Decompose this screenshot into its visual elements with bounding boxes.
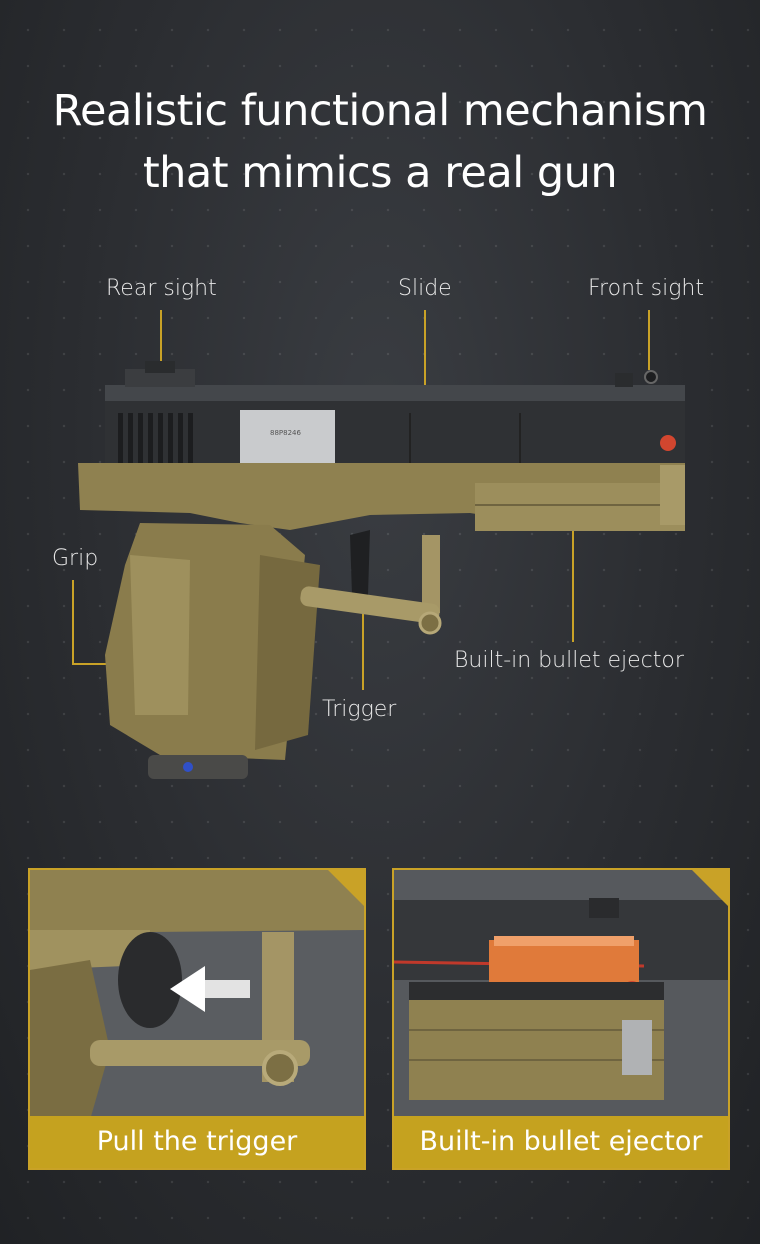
- callout-front-sight: Front sight: [588, 276, 704, 301]
- callout-slide: Slide: [398, 276, 452, 301]
- bullet-brick: [489, 940, 639, 990]
- model-code: 88P8246: [270, 429, 301, 437]
- arrow-left-icon: [170, 966, 250, 1012]
- leader-line-bullet-ejector: [572, 515, 574, 642]
- brick-pistol-illustration: 88P8246: [78, 361, 685, 779]
- callout-rear-sight: Rear sight: [106, 276, 217, 301]
- frame: [78, 463, 685, 531]
- panel-label-pull-trigger: Pull the trigger: [30, 1116, 364, 1168]
- leader-line-slide: [424, 310, 426, 386]
- leader-line-grip-vertical: [72, 580, 74, 664]
- grip: [105, 523, 320, 779]
- leader-line-trigger: [362, 560, 364, 690]
- panel-corner-accent: [690, 870, 728, 908]
- panel-pull-the-trigger: Pull the trigger: [28, 868, 366, 1170]
- front-sight-block: [615, 373, 633, 387]
- callout-bullet-ejector: Built-in bullet ejector: [454, 648, 684, 673]
- trigger-assembly: [300, 530, 442, 635]
- leader-line-front-sight: [648, 310, 650, 370]
- headline-line-1: Realistic functional mechanism: [52, 86, 708, 136]
- leader-line-grip-horizontal: [72, 663, 138, 665]
- ejector-closeup-illustration: [394, 870, 728, 1120]
- trigger-closeup-illustration: [30, 870, 364, 1120]
- headline-line-2: that mimics a real gun: [142, 148, 618, 198]
- callout-grip: Grip: [52, 546, 99, 571]
- callout-trigger: Trigger: [322, 697, 397, 722]
- panel-label-bullet-ejector: Built-in bullet ejector: [394, 1116, 728, 1168]
- rear-sight-block: [145, 361, 175, 373]
- slide: 88P8246: [105, 361, 685, 487]
- panel-bullet-ejector: Built-in bullet ejector: [392, 868, 730, 1170]
- panel-corner-accent: [326, 870, 364, 908]
- leader-line-rear-sight: [160, 310, 162, 365]
